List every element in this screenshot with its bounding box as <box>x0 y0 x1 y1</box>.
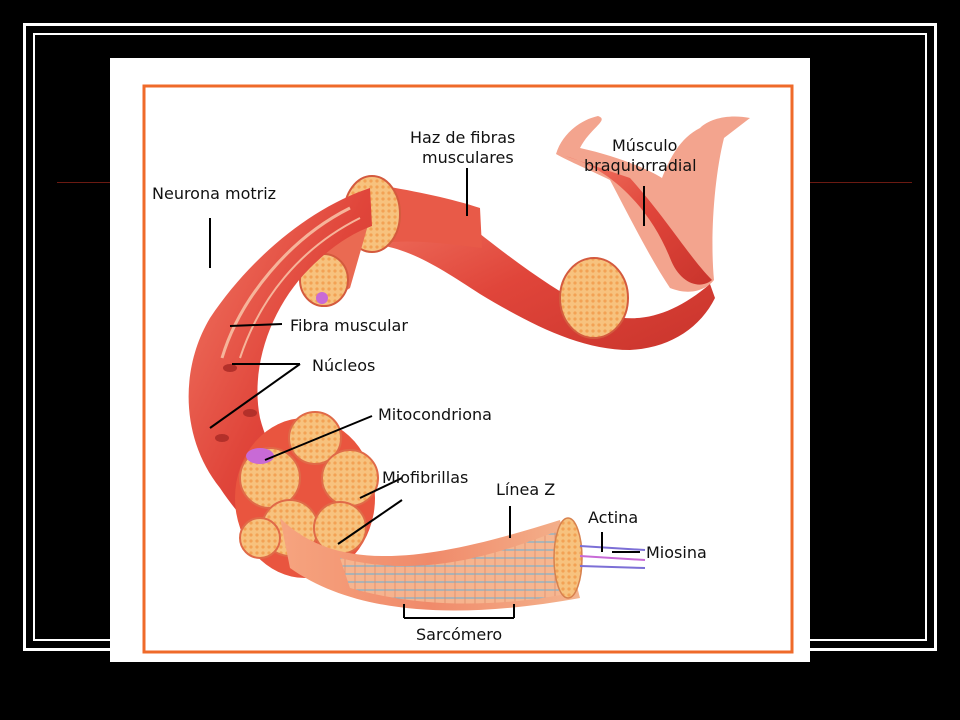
label-musculo-line1: Músculo <box>612 136 678 155</box>
arm-illustration <box>556 116 750 292</box>
diagram-border <box>142 84 794 654</box>
label-haz-fibras-line1: Haz de fibras <box>410 128 516 147</box>
leader-lines <box>209 168 645 619</box>
diagram-panel: Neurona motriz Haz de fibras musculares … <box>110 58 810 662</box>
label-mitocondriona: Mitocondriona <box>378 405 492 424</box>
label-haz-fibras-line2: musculares <box>422 148 514 167</box>
label-miofibrillas: Miofibrillas <box>382 468 469 487</box>
accent-rule-right <box>810 182 912 183</box>
accent-rule-left <box>57 182 110 183</box>
label-miosina: Miosina <box>646 543 707 562</box>
muscle-fiber <box>188 188 372 558</box>
muscle-cross-section <box>559 257 629 339</box>
muscle-anatomy-illustration <box>142 84 794 654</box>
label-sarcomero: Sarcómero <box>416 625 503 644</box>
label-linea-z: Línea Z <box>496 480 556 499</box>
label-nucleos: Núcleos <box>312 356 376 375</box>
label-musculo-line2: braquiorradial <box>584 156 697 175</box>
label-actina: Actina <box>588 508 639 527</box>
label-neurona-motriz: Neurona motriz <box>152 184 277 203</box>
label-fibra-muscular: Fibra muscular <box>290 316 408 335</box>
